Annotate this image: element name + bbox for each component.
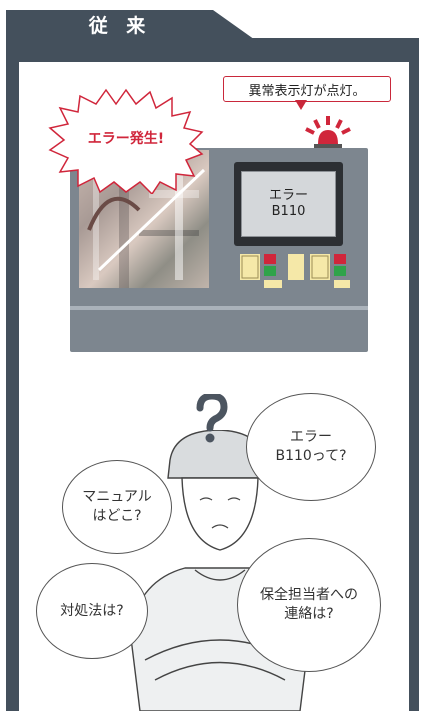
thought-q4-line1: 保全担当者への: [260, 587, 358, 603]
thought-bubble-contact: 保全担当者への 連絡は?: [237, 538, 381, 672]
keypad-indicators: [240, 254, 350, 288]
thought-bubble-remedy: 対処法は?: [36, 563, 148, 659]
siren-light-icon: [305, 116, 351, 150]
warning-burst-icon: [48, 88, 204, 194]
thought-q1-line1: エラー: [290, 429, 332, 445]
hmi-screen: エラー B110: [241, 171, 336, 237]
panel-stripe: [70, 306, 368, 310]
error-burst-label: エラー発生!: [87, 131, 165, 147]
header-tab: [6, 10, 258, 42]
thought-bubble-error-code: エラー B110って?: [246, 393, 376, 501]
thought-q4-line2: 連絡は?: [284, 606, 334, 622]
callout-tail: [295, 100, 307, 110]
thought-q2-line2: はどこ?: [92, 508, 142, 524]
question-mark-icon: [196, 394, 228, 443]
alarm-callout: 異常表示灯が点灯。: [223, 76, 391, 102]
header-title: 従 来: [88, 15, 152, 37]
thought-q2-line1: マニュアル: [82, 489, 152, 505]
hmi-screen-line2: B110: [271, 204, 306, 219]
hmi-screen-line1: エラー: [268, 188, 308, 203]
thought-q1-line2: B110って?: [275, 448, 347, 464]
thought-q3-line1: 対処法は?: [60, 602, 124, 619]
thought-bubble-manual: マニュアル はどこ?: [62, 460, 172, 554]
